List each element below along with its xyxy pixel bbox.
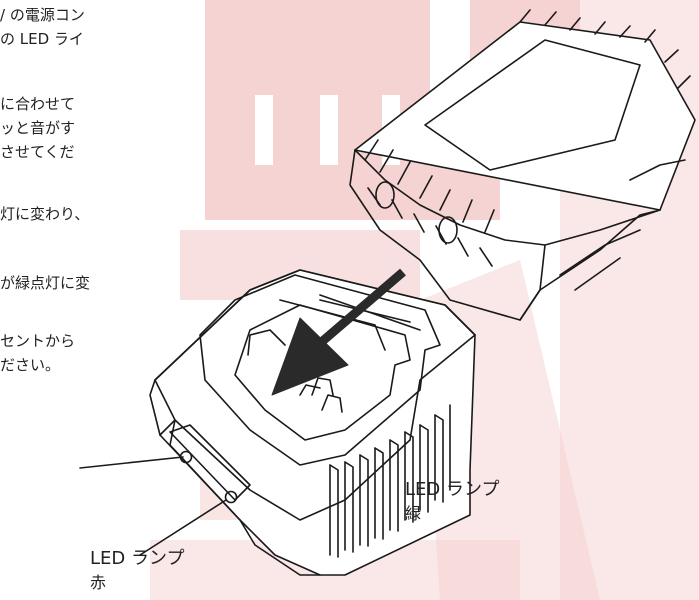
paragraph-4: が緑点灯に変 [0,271,90,295]
battery-pack-drawing [349,9,696,321]
led-red-color: 赤 [90,573,107,592]
text-line: させてくだ [0,143,75,161]
text-line: ださい。 [0,356,61,374]
text-line: の LED ライ [0,30,84,48]
text-line: / の電源コン [0,6,85,24]
paragraph-1: / の電源コン の LED ライ [0,3,85,51]
text-line: が緑点灯に変 [0,274,91,292]
led-green-color: 緑 [405,504,422,523]
charger-drawing [149,269,476,576]
text-line: に合わせて [0,95,76,113]
leader-line-red [139,499,227,556]
paragraph-2: に合わせて ッと音がす させてくだ [0,92,75,164]
paragraph-5: セントから ださい。 [0,329,75,377]
led-red-label: LED ランプ 赤 [90,547,184,595]
led-green-title: LED ランプ [405,479,500,500]
leader-line-green [79,456,184,469]
text-line: 灯に変わり、 [0,205,90,223]
led-green-label: LED ランプ 緑 [405,478,499,526]
text-line: ッと音がす [0,119,76,137]
insert-direction-arrow [271,268,406,396]
paragraph-3: 灯に変わり、 [0,202,89,226]
text-line: セントから [0,332,76,350]
led-red-title: LED ランプ [90,548,185,569]
